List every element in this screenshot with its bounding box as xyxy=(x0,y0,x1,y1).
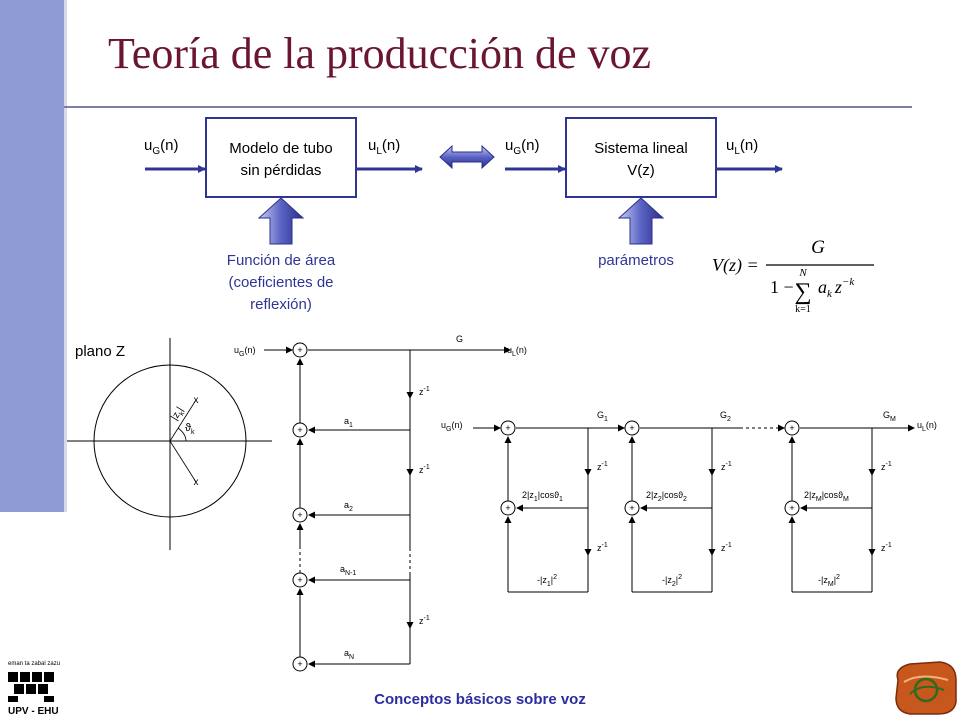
cascadeM-coef-b-label: -|zM|2 xyxy=(818,574,840,588)
right-output-label: uL(n) xyxy=(726,137,758,157)
formula-numerator: G xyxy=(811,237,825,258)
cascade-form-structure: uG(n) + + G1 z-1 z-1 2|z1|cosϑ1 -|z1|2 +… xyxy=(441,410,937,593)
cascade2-gain-label: G2 xyxy=(720,410,731,423)
cascade1-delay-label-1: z-1 xyxy=(597,461,608,472)
logo-name: UPV - EHU xyxy=(8,706,59,717)
title-divider xyxy=(64,106,912,108)
cascadeM-gain-label: GM xyxy=(883,410,896,423)
cascade-input-label: uG(n) xyxy=(441,420,462,433)
conjugate-pole-line xyxy=(169,440,197,483)
cascade1-gain-label: G1 xyxy=(597,410,608,423)
upv-ehu-logo: eman ta zabal zazu UPV - EHU xyxy=(8,661,60,717)
direct-output-label: uL(n) xyxy=(507,345,527,358)
area-function-label-3: reflexión) xyxy=(250,296,312,313)
formula-lhs: V(z) = xyxy=(712,255,759,276)
conjugate-pole-marker: x xyxy=(194,477,199,488)
lossless-tube-line2: sin pérdidas xyxy=(241,162,322,179)
corner-emblem-icon xyxy=(895,661,957,715)
delay-label-2: z-1 xyxy=(419,464,430,475)
lossless-tube-box xyxy=(205,117,357,198)
parameters-label: parámetros xyxy=(598,252,674,269)
cascadeM-sum-top xyxy=(784,420,800,436)
coef-label-an1: aN-1 xyxy=(340,564,356,577)
sum-sign-n: + xyxy=(297,659,302,669)
cascade2-delay-label-1: z-1 xyxy=(721,461,732,472)
cascadeM-delay-label-2: z-1 xyxy=(881,542,892,553)
cascadeM-sum-top-sign: + xyxy=(789,423,794,433)
top-block-diagram: uG(n) Modelo de tubo sin pérdidas uL(n) … xyxy=(144,117,874,315)
radius-label: |zk| xyxy=(169,405,187,424)
cascadeM-sum-bottom-sign: + xyxy=(789,503,794,513)
logo-motto: eman ta zabal zazu xyxy=(8,661,60,667)
sum-sign-1: + xyxy=(297,425,302,435)
sum-node-0 xyxy=(292,342,308,358)
page-title: Teoría de la producción de voz xyxy=(108,29,652,78)
cascade1-sum-top-sign: + xyxy=(505,423,510,433)
sum-sign-2: + xyxy=(297,510,302,520)
cascade1-delay-label-2: z-1 xyxy=(597,542,608,553)
coef-label-a1: a1 xyxy=(344,416,353,429)
z-plane-label: plano Z xyxy=(75,343,125,360)
cascade2-coef-b-label: -|z2|2 xyxy=(662,574,682,588)
coef-label-a2: a2 xyxy=(344,500,353,513)
cascadeM-delay-label-1: z-1 xyxy=(881,461,892,472)
angle-label: ϑk xyxy=(185,422,195,436)
linear-system-line1: Sistema lineal xyxy=(594,140,687,157)
cascade2-sum-top-sign: + xyxy=(629,423,634,433)
linear-system-box xyxy=(565,117,717,198)
sidebar-band xyxy=(0,0,64,512)
cascade1-sum-top xyxy=(500,420,516,436)
cascadeM-coef-a-label: 2|zM|cosϑM xyxy=(804,490,849,503)
right-input-label: uG(n) xyxy=(505,137,539,157)
delay-label-3: z-1 xyxy=(419,615,430,626)
area-function-up-arrow xyxy=(257,197,305,245)
cascade1-coef-b-label: -|z1|2 xyxy=(537,574,557,588)
sidebar-shadow xyxy=(64,0,67,512)
equivalence-double-arrow xyxy=(439,144,495,170)
pole-marker: x xyxy=(194,395,199,406)
pole-radius-line xyxy=(169,399,197,442)
angle-arc xyxy=(177,427,187,442)
lossless-tube-line1: Modelo de tubo xyxy=(229,140,332,157)
formula-one-minus: 1 − xyxy=(770,277,794,297)
direct-input-label: uG(n) xyxy=(234,345,255,358)
left-input-label: uG(n) xyxy=(144,137,178,157)
cascade-output-label: uL(n) xyxy=(917,420,937,433)
sum-sign-0: + xyxy=(297,345,302,355)
linear-system-line2: V(z) xyxy=(627,162,655,179)
cascade1-coef-a-label: 2|z1|cosϑ1 xyxy=(522,490,563,503)
cascade2-sum-top xyxy=(624,420,640,436)
direct-form-structure: uG(n) G uL(n) + + + + + z-1 z-1 z-1 xyxy=(234,334,527,672)
delay-label-1: z-1 xyxy=(419,386,430,397)
formula-sum-top: N xyxy=(798,267,807,279)
direct-gain-label: G xyxy=(456,334,463,344)
area-function-label-1: Función de área xyxy=(227,252,336,269)
footer-caption: Conceptos básicos sobre voz xyxy=(374,691,586,708)
cascade1-sum-bottom-sign: + xyxy=(505,503,510,513)
cascade2-sum-bottom-sign: + xyxy=(629,503,634,513)
formula-sigma: ∑ xyxy=(794,279,811,305)
z-plane: plano Z x x |zk| ϑk xyxy=(67,338,272,550)
formula-sum-bottom: k=1 xyxy=(795,304,811,315)
cascade2-delay-label-2: z-1 xyxy=(721,542,732,553)
area-function-label-2: (coeficientes de xyxy=(228,274,333,291)
sum-sign-n1: + xyxy=(297,575,302,585)
left-output-label: uL(n) xyxy=(368,137,400,157)
coef-label-an: aN xyxy=(344,648,354,661)
cascade2-coef-a-label: 2|z2|cosϑ2 xyxy=(646,490,687,503)
parameters-up-arrow xyxy=(617,197,665,245)
